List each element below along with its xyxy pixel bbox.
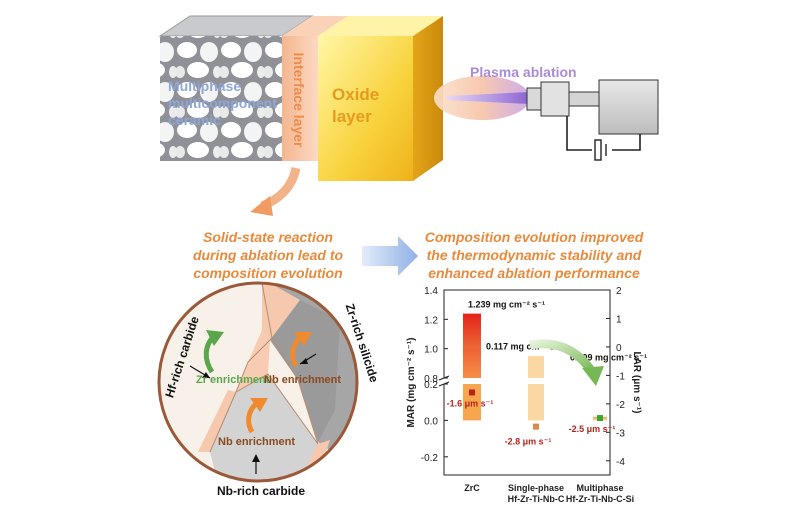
oxide-layer-label: Oxide layer <box>332 84 402 128</box>
axis-break-gap-left <box>440 378 448 384</box>
y-axis-label: MAR (mg cm⁻² s⁻¹) <box>406 338 417 428</box>
y-tick-label: -0.2 <box>421 453 439 464</box>
interface-layer-label: Interface layer <box>291 52 307 148</box>
nb-rich-carbide-label: Nb-rich carbide <box>216 484 306 498</box>
y-tick-label: 0.8 <box>424 374 438 385</box>
x-category-label: Hf-Zr-Ti-Nb-C-Si <box>566 494 634 504</box>
y2-tick-label: 0 <box>616 343 622 354</box>
phase-circle-diagram <box>157 281 359 483</box>
y2-tick-label: -4 <box>616 457 625 468</box>
multiphase-label-line-3: ceramic <box>168 112 221 128</box>
y-tick-label: 1.2 <box>424 315 438 326</box>
lar-value-label: -2.8 μm s⁻¹ <box>505 437 552 447</box>
oxide-label-line-1: Oxide <box>332 85 380 104</box>
x-category-label: Hf-Zr-Ti-Nb-C <box>508 494 565 504</box>
x-category-label: Single-phase <box>508 483 564 493</box>
lar-value-label: -1.6 μm s⁻¹ <box>447 398 494 408</box>
plasma-ablation-label: Plasma ablation <box>470 64 577 80</box>
y2-tick-label: -3 <box>616 428 625 439</box>
x-category-label: Multiphase <box>576 483 623 493</box>
interface-layer-block <box>282 16 348 161</box>
y2-tick-label: -2 <box>616 400 625 411</box>
mar-bar-upper-single <box>528 356 544 378</box>
y2-tick-label: -1 <box>616 371 625 382</box>
right-caption-line-3: enhanced ablation performance <box>428 265 640 281</box>
lar-value-label: -2.5 μm s⁻¹ <box>569 424 616 434</box>
trend-arrow-head <box>582 366 604 386</box>
ablation-chart: 1.4 1.2 1.0 0.80.2 0.0 -0.2 2 1 0 -1 -2 -3 -4 MAR (mg… <box>406 286 647 504</box>
lar-marker <box>533 423 539 430</box>
y2-axis-label: LAR (μm s⁻¹) <box>631 352 642 414</box>
multiphase-ceramic-block <box>158 15 314 161</box>
plasma-flame <box>434 76 530 120</box>
plasma-torch-device <box>526 79 659 161</box>
oxide-label-line-2: layer <box>332 107 372 126</box>
mar-bar-lower-single <box>528 384 544 421</box>
mar-bar-shade <box>463 348 481 378</box>
left-caption-line-2: during ablation lead to <box>192 247 344 263</box>
nb-rich-region <box>210 374 318 481</box>
right-arrow <box>362 236 418 276</box>
mar-value-label: 0.009 mg cm⁻² s⁻¹ <box>570 352 647 362</box>
x-category-label: ZrC <box>464 483 480 493</box>
curved-arrow-down <box>250 166 301 216</box>
right-caption-line-1: Composition evolution improved <box>424 229 644 245</box>
mar-value-label: 0.117 mg cm⁻² s⁻¹ <box>486 342 563 352</box>
lar-marker <box>597 415 603 422</box>
y2-tick-label: 1 <box>616 314 622 325</box>
multiphase-label-line-2: multicomponent <box>168 95 277 111</box>
multiphase-label-line-1: Multiphase <box>168 78 242 94</box>
y-tick-label: 0.2 <box>424 380 438 391</box>
right-caption: Composition evolution improved the therm… <box>414 228 654 282</box>
left-caption-line-1: Solid-state reaction <box>203 229 333 245</box>
y-tick-label: 1.0 <box>424 345 438 356</box>
mar-value-label: 1.239 mg cm⁻² s⁻¹ <box>468 300 545 310</box>
right-caption-line-2: the thermodynamic stability and <box>426 247 642 263</box>
oxide-layer-block <box>318 16 443 181</box>
trend-arrow <box>529 339 596 375</box>
nb-enrichment-bottom-label: Nb enrichment <box>218 436 296 448</box>
multiphase-label: Multiphase multicomponent ceramic <box>168 78 288 129</box>
y2-tick-label: 2 <box>616 286 622 297</box>
mar-bar <box>463 313 481 378</box>
lar-marker <box>469 389 475 396</box>
nb-enrichment-right-label: Nb enrichment <box>264 374 342 386</box>
mar-bar-lower <box>463 384 481 421</box>
y-tick-label: 1.4 <box>424 286 438 297</box>
left-caption-line-3: composition evolution <box>193 265 343 281</box>
zr-enrichment-label: Zr enrichment <box>196 374 270 386</box>
y-tick-label: 0.0 <box>424 416 438 427</box>
left-caption: Solid-state reaction during ablation lea… <box>168 228 368 282</box>
